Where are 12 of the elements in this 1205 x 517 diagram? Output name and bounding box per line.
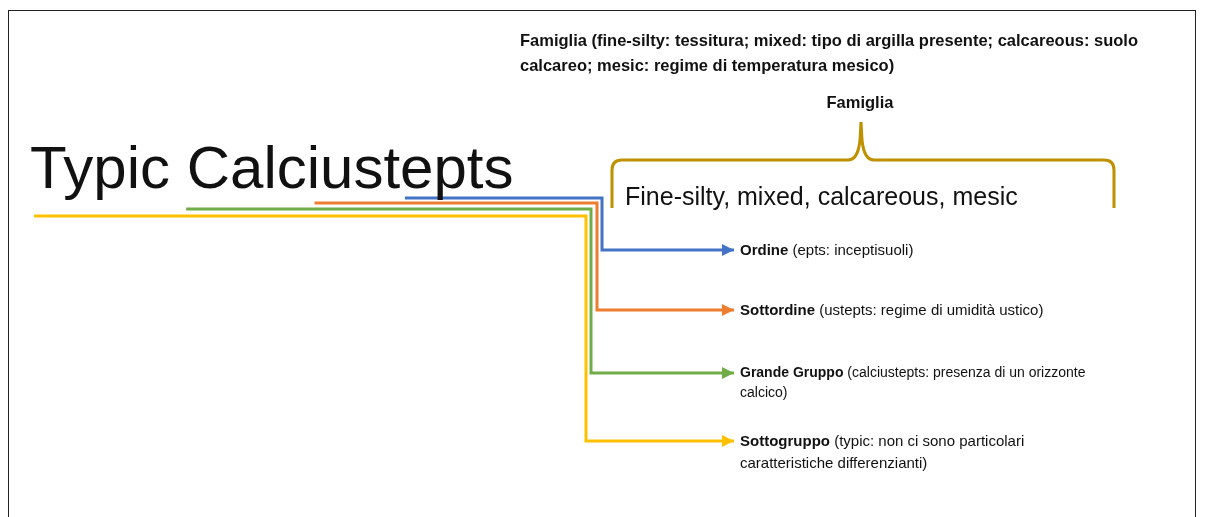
leader-arrow	[314, 201, 734, 316]
suborder-description: Sottordine (ustepts: regime di umidità ustico)	[740, 299, 1110, 321]
order-description: Ordine (epts: inceptisuoli)	[740, 239, 1120, 261]
leader-arrow	[404, 196, 734, 256]
taxon-name: Typic Calciustepts	[30, 138, 514, 198]
family-terms: Fine-silty, mixed, calcareous, mesic	[625, 181, 1019, 212]
family-note: Famiglia (fine-silty: tessitura; mixed: tipo di argilla presente; calcareous: suolo calcareo; mesic: regime di temperatura mesico)	[520, 30, 1139, 76]
great-group-description: Grande Gruppo (calciustepts: presenza di un orizzonte calcico)	[740, 362, 1100, 403]
leader-arrow	[186, 207, 734, 379]
subgroup-description: Sottogruppo (typic: non ci sono particolari caratteristiche differenzianti)	[740, 430, 1040, 474]
family-heading: Famiglia	[825, 92, 895, 113]
leader-arrow	[34, 214, 734, 447]
